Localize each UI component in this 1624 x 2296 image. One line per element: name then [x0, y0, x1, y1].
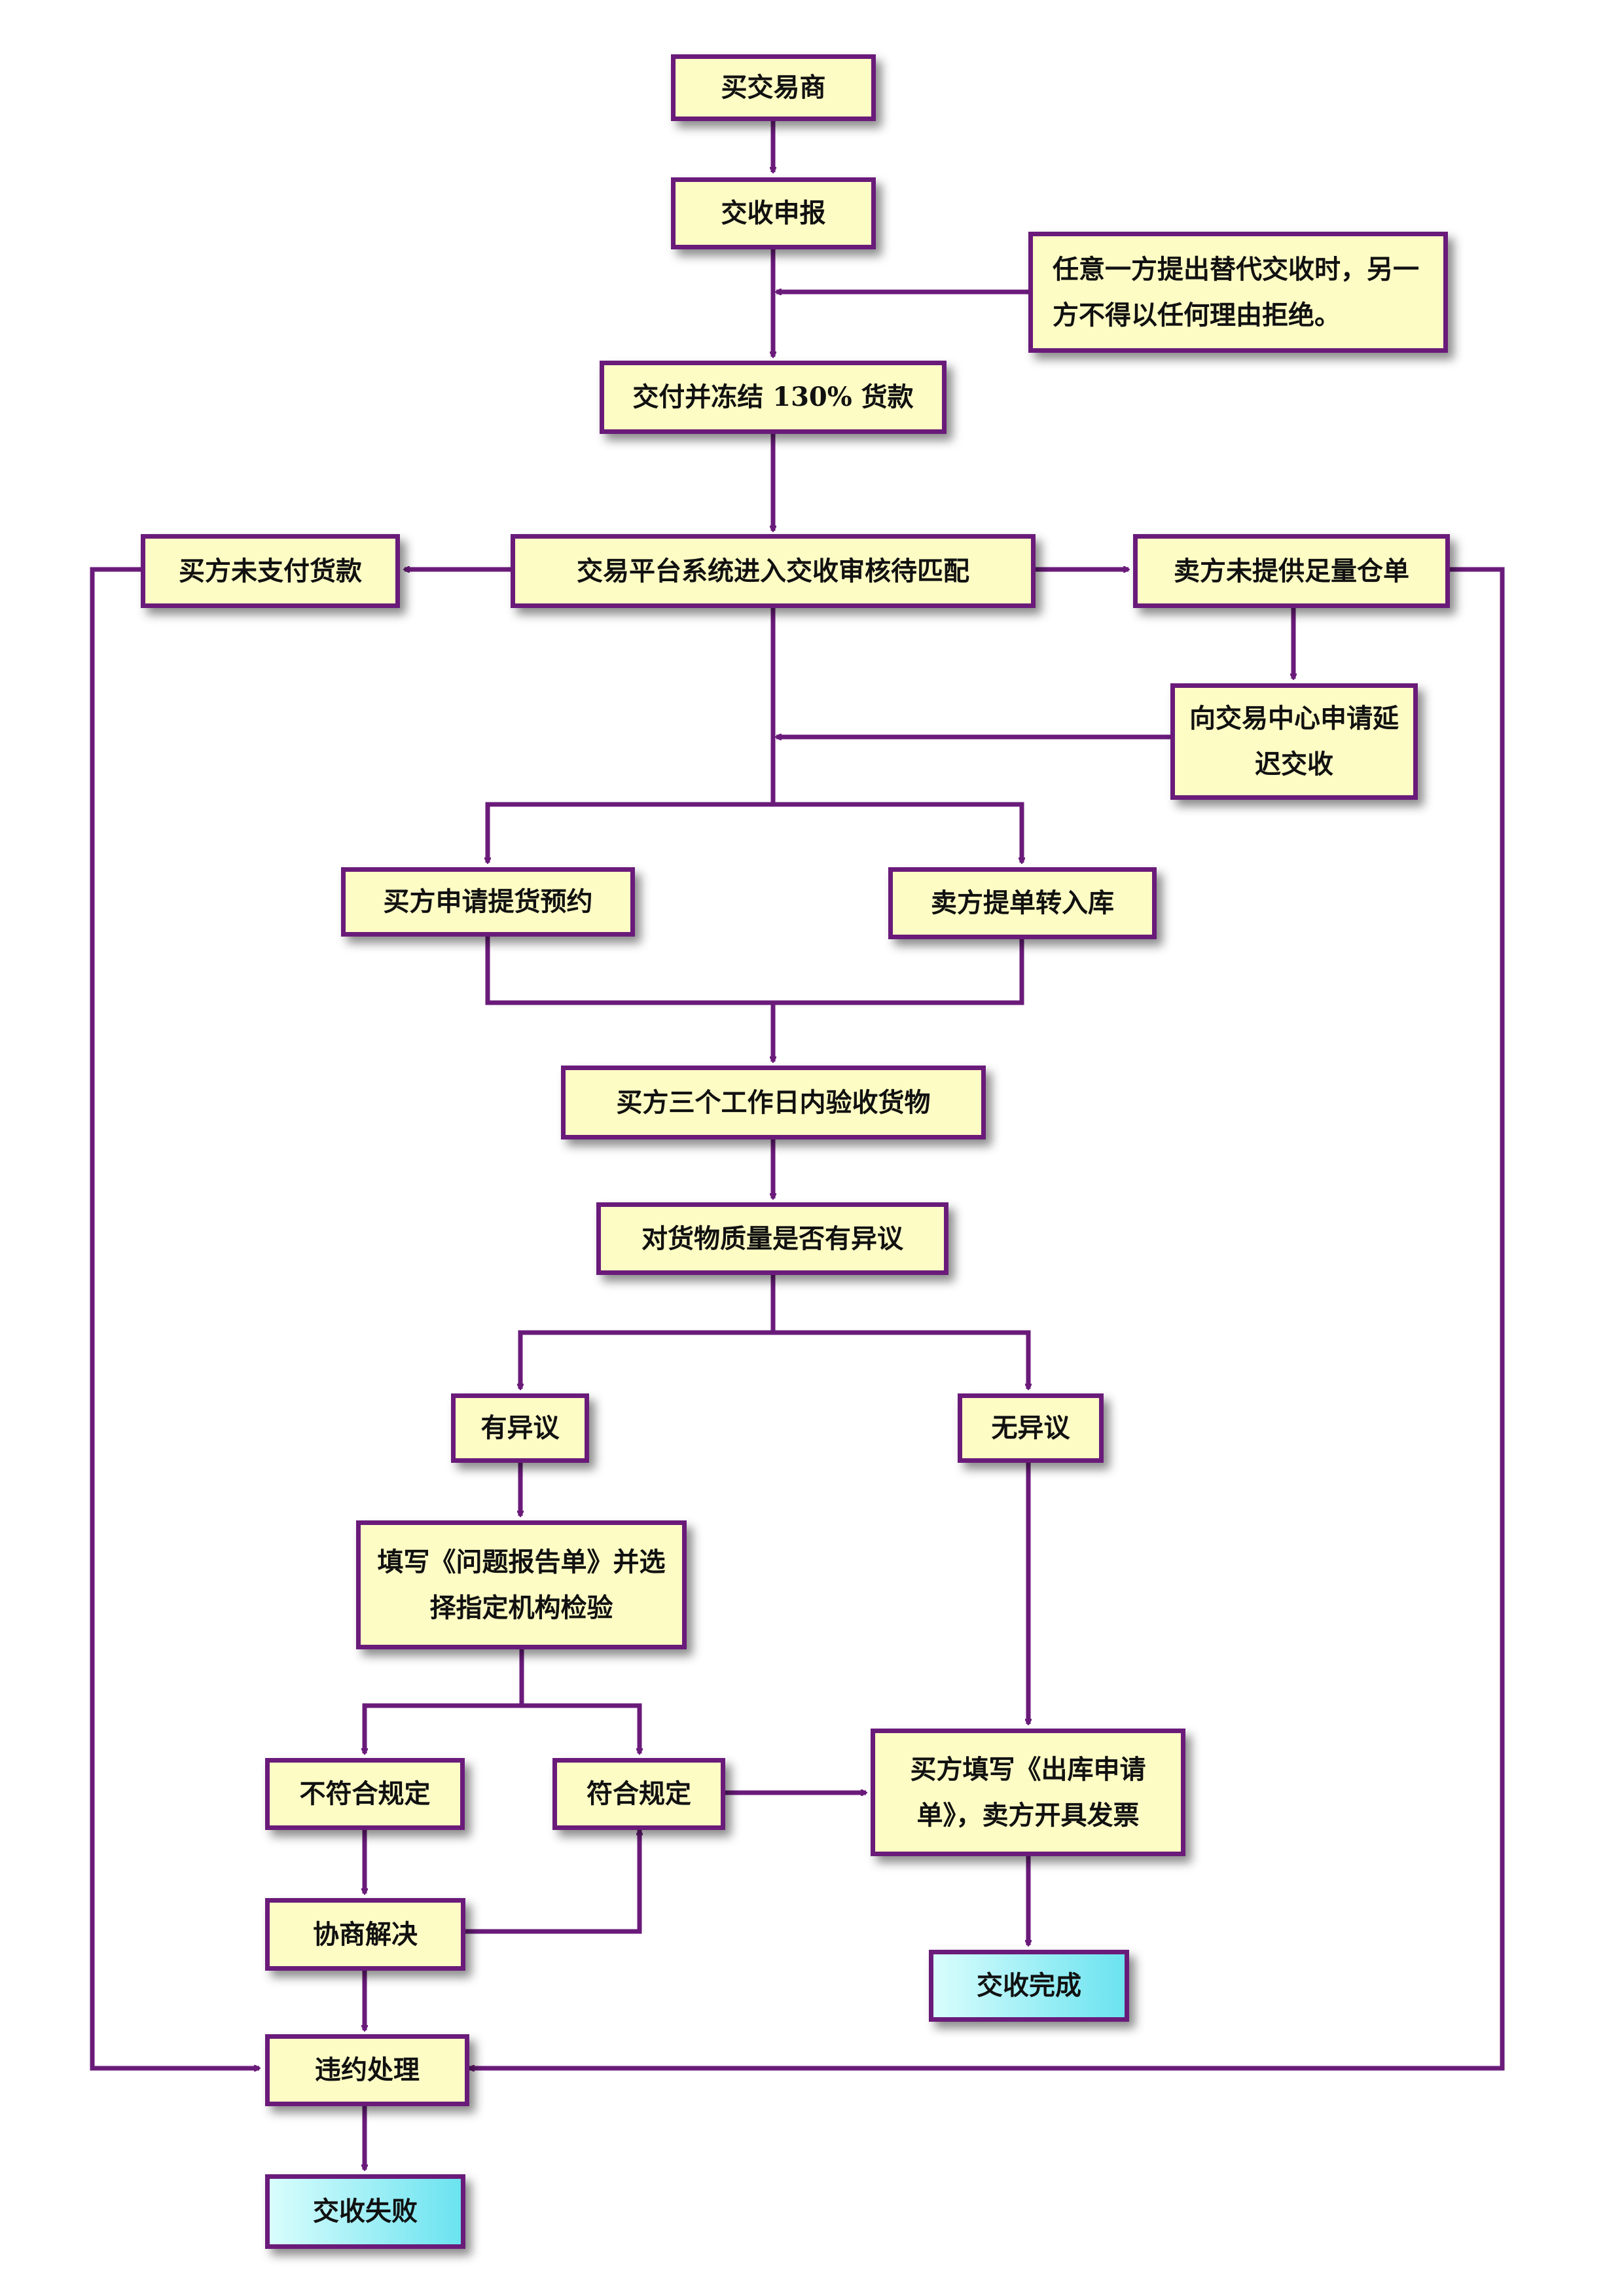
node-non-compliant: 不符合规定: [265, 1758, 465, 1830]
node-fill-report: 填写《问题报告单》并选择指定机构检验: [356, 1520, 687, 1649]
node-pay-freeze: 交付并冻结 130% 货款: [600, 361, 947, 434]
node-buyer-pickup: 买方申请提货预约: [341, 867, 635, 937]
node-buyer-fill-outbound: 买方填写《出库申请单》，卖方开具发票: [871, 1729, 1185, 1856]
node-platform-review: 交易平台系统进入交收审核待匹配: [511, 534, 1036, 608]
node-compliant: 符合规定: [552, 1758, 725, 1830]
node-no-objection: 无异议: [958, 1393, 1104, 1463]
node-delivery-complete: 交收完成: [929, 1950, 1129, 2022]
node-delivery-declare: 交收申报: [671, 177, 876, 249]
node-breach-handling: 违约处理: [265, 2034, 469, 2106]
node-negotiate: 协商解决: [265, 1898, 465, 1971]
node-buy-trader: 买交易商: [671, 54, 876, 121]
note-substitute-delivery: 任意一方提出替代交收时，另一方不得以任何理由拒绝。: [1028, 232, 1448, 353]
node-buyer-inspect: 买方三个工作日内验收货物: [561, 1066, 986, 1139]
node-seller-transfer: 卖方提单转入库: [888, 867, 1157, 939]
node-has-objection: 有异议: [451, 1393, 589, 1463]
node-apply-delay: 向交易中心申请延迟交收: [1170, 683, 1418, 800]
node-seller-no-receipt: 卖方未提供足量仓单: [1133, 534, 1450, 608]
node-buyer-unpaid: 买方未支付货款: [141, 534, 400, 608]
node-quality-objection: 对货物质量是否有异议: [596, 1202, 948, 1275]
node-delivery-failed: 交收失败: [265, 2174, 465, 2249]
